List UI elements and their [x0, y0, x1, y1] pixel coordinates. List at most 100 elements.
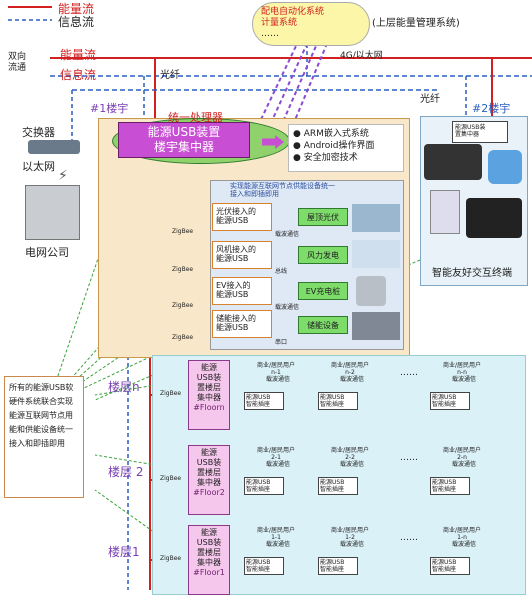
carrier-label: 载波通信: [340, 376, 365, 383]
smart-terminal-icon: [424, 144, 482, 180]
ev-target[interactable]: EV充电桩: [298, 282, 348, 300]
lightning-icon: ⚡: [58, 168, 68, 184]
feature-3-text: 安全加密技术: [303, 153, 358, 163]
legend-energy-label: 能量流: [58, 2, 95, 16]
floor-concentrator[interactable]: 能源 USB装 置楼层 集中器#Floor1: [188, 525, 230, 595]
wind-link: 总线: [275, 268, 288, 275]
user-label: 商业/居民用户 1-2: [330, 527, 370, 541]
floor-conc-text: 能源 USB装 置楼层 集中器: [196, 528, 222, 567]
smart-socket[interactable]: 能源USB 智能插座: [318, 557, 358, 575]
feature-2-text: Android操作界面: [303, 141, 375, 151]
pv-target[interactable]: 屋顶光伏: [298, 208, 348, 226]
zigbee-label-3: ZigBee: [172, 302, 194, 309]
building2-terminal-label: 智能友好交互终端: [432, 268, 512, 279]
unified-processor-label: 统一处理器: [168, 111, 223, 124]
carrier-label: 载波通信: [340, 541, 365, 548]
storage-usb-box[interactable]: 储能接入的 能源USB: [212, 310, 272, 338]
node-title: 实现能源互联网节点供能设备统一 接入和即插即用: [230, 182, 335, 198]
app-icons-icon: [488, 150, 522, 184]
zigbee-label-2: ZigBee: [172, 266, 194, 273]
pv-link: 载波通信: [275, 231, 300, 238]
storage-target[interactable]: 储能设备: [298, 316, 348, 334]
user-label: 商业/居民用户 2-1: [256, 447, 296, 461]
floor-conc-text: 能源 USB装 置楼层 集中器: [196, 363, 222, 402]
zigbee-label-4: ZigBee: [172, 334, 194, 341]
smart-socket[interactable]: 能源USB 智能插座: [318, 392, 358, 410]
floor-zigbee: ZigBee: [160, 555, 182, 562]
floor-id: #Floor1: [193, 568, 225, 577]
tablet-icon: [466, 198, 522, 238]
zigbee-label-1: ZigBee: [172, 228, 194, 235]
upper-system-label: (上层能量管理系统): [372, 18, 460, 29]
solar-panel-icon: [352, 204, 400, 232]
floor-id: #Floorn: [193, 403, 225, 412]
dots-label: ……: [400, 453, 418, 463]
upper-item-2: 计量系统: [261, 18, 298, 28]
building1-title: #1楼宇: [90, 102, 129, 115]
fiber-label-top: 光纤: [160, 70, 180, 81]
upper-item-1: 配电自动化系统: [261, 7, 325, 17]
floor-zigbee: ZigBee: [160, 390, 182, 397]
carrier-label: 载波通信: [452, 376, 477, 383]
feature-1: ● ARM嵌入式系统: [293, 129, 369, 139]
upper-system-cloud: 配电自动化系统 计量系统 ……: [252, 2, 370, 46]
grid-company-building-icon: [25, 185, 80, 240]
upper-item-3: ……: [261, 29, 279, 39]
smart-socket[interactable]: 能源USB 智能插座: [244, 557, 284, 575]
smart-socket[interactable]: 能源USB 智能插座: [430, 557, 470, 575]
carrier-label: 载波通信: [452, 461, 477, 468]
user-label: 商业/居民用户 1-n: [442, 527, 482, 541]
floor-id: #Floor2: [193, 488, 225, 497]
user-label: 商业/居民用户 2-n: [442, 447, 482, 461]
arrow-right-icon: [262, 135, 284, 149]
meter-icon: [430, 190, 460, 234]
floor-label: 楼层n: [108, 380, 140, 394]
floor-concentrator[interactable]: 能源 USB装 置楼层 集中器#Floor2: [188, 445, 230, 515]
carrier-label: 载波通信: [266, 376, 291, 383]
smart-socket[interactable]: 能源USB 智能插座: [430, 477, 470, 495]
storage-link: 串口: [275, 339, 288, 346]
net-4g-label: 4G/以太网: [340, 51, 383, 61]
building2-title: #2楼宇: [472, 102, 511, 115]
bidirectional-label: 双向 流通: [8, 52, 27, 73]
dots-label: ……: [400, 368, 418, 378]
feature-1-text: ARM嵌入式系统: [303, 129, 369, 139]
building2-device[interactable]: 能源USB装 置集中器: [452, 121, 508, 143]
pv-usb-box[interactable]: 光伏接入的 能源USB: [212, 203, 272, 231]
ev-usb-box[interactable]: EV接入的 能源USB: [212, 277, 272, 305]
smart-socket[interactable]: 能源USB 智能插座: [244, 392, 284, 410]
user-label: 商业/居民用户 n-2: [330, 362, 370, 376]
legend-info-label: 信息流: [58, 15, 95, 29]
floor-zigbee: ZigBee: [160, 475, 182, 482]
floor-conc-text: 能源 USB装 置楼层 集中器: [196, 448, 222, 487]
feature-3: ● 安全加密技术: [293, 153, 358, 163]
user-label: 商业/居民用户 2-2: [330, 447, 370, 461]
storage-rack-icon: [352, 312, 400, 340]
floor-label: 楼层1: [108, 545, 140, 559]
carrier-label: 载波通信: [266, 461, 291, 468]
switch-label: 交换器: [22, 126, 55, 139]
user-label: 商业/居民用户 n-n: [442, 362, 482, 376]
carrier-label: 载波通信: [452, 541, 477, 548]
smart-socket[interactable]: 能源USB 智能插座: [244, 477, 284, 495]
carrier-label: 载波通信: [340, 461, 365, 468]
smart-socket[interactable]: 能源USB 智能插座: [430, 392, 470, 410]
floor-concentrator[interactable]: 能源 USB装 置楼层 集中器#Floorn: [188, 360, 230, 430]
bidir-energy-label: 能量流: [60, 48, 97, 62]
building-concentrator[interactable]: 能源USB装置 楼宇集中器: [118, 122, 250, 158]
ethernet-label: 以太网: [22, 160, 55, 173]
wind-target[interactable]: 风力发电: [298, 246, 348, 264]
wind-turbine-icon: [352, 240, 400, 268]
summary-note: 所有的能源USB软硬件系统联合实现能源互联网节点用能和供能设备统一接入和即插即用: [4, 376, 84, 498]
ev-link: 载波通信: [275, 304, 300, 311]
user-label: 商业/居民用户 n-1: [256, 362, 296, 376]
smart-socket[interactable]: 能源USB 智能插座: [318, 477, 358, 495]
features-box: ● ARM嵌入式系统 ● Android操作界面 ● 安全加密技术: [288, 124, 404, 172]
user-label: 商业/居民用户 1-1: [256, 527, 296, 541]
wind-usb-box[interactable]: 风机接入的 能源USB: [212, 241, 272, 269]
ev-charger-icon: [356, 276, 386, 306]
floor-label: 楼层 2: [108, 465, 144, 479]
bidir-info-label: 信息流: [60, 68, 97, 82]
fiber-label-right: 光纤: [420, 94, 440, 105]
switch-icon: [28, 140, 80, 154]
